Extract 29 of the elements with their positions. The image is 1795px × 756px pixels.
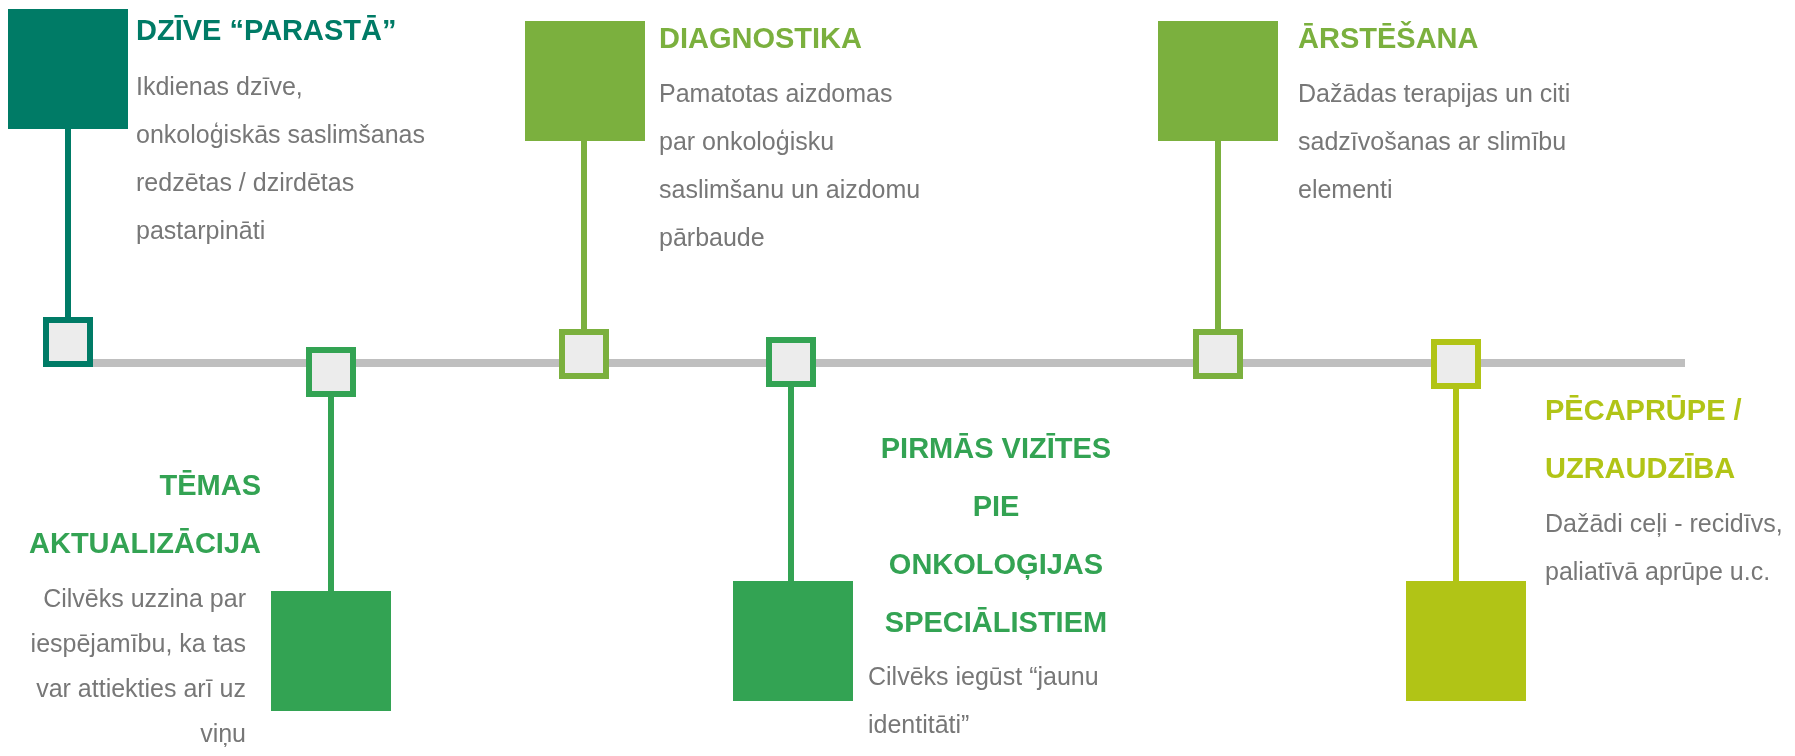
milestone-description: Dažādas terapijas un citi sadzīvošanas ar slimību elementi bbox=[1298, 78, 1572, 205]
milestone-heading: PĒCAPRŪPE / UZRAUDZĪBA bbox=[1545, 393, 1743, 486]
timeline-marker bbox=[1431, 339, 1481, 389]
milestone-heading: PIRMĀS VIZĪTES PIE ONKOLOĢIJAS SPECIĀLISTIEM bbox=[879, 431, 1113, 640]
milestone-heading: TĒMAS AKTUALIZĀCIJA bbox=[28, 468, 261, 561]
milestone-description: Ikdienas dzīve, onkoloģiskās saslimšanas redzētas / dzirdētas pastarpināti bbox=[136, 71, 427, 246]
connector-line bbox=[788, 387, 794, 581]
milestone-description: Dažādi ceļi - recidīvs, paliatīvā aprūpe u.c. bbox=[1545, 508, 1784, 587]
milestone-heading: ĀRSTĒŠANA bbox=[1298, 20, 1480, 56]
timeline-line bbox=[609, 359, 766, 367]
connector-line bbox=[65, 129, 71, 317]
timeline-line bbox=[356, 359, 559, 367]
timeline-marker bbox=[43, 317, 93, 367]
milestone-description: Pamatotas aizdomas par onkoloģisku saslimšanu un aizdomu pārbaude bbox=[659, 78, 922, 253]
timeline-line bbox=[816, 359, 1193, 367]
timeline-line bbox=[93, 359, 306, 367]
timeline-marker bbox=[766, 337, 816, 387]
connector-line bbox=[1215, 141, 1221, 329]
timeline-marker bbox=[306, 347, 356, 397]
milestone-description: Cilvēks uzzina par iespējamību, ka tas var attiekties arī uz viņu bbox=[29, 583, 246, 749]
milestone-description: Cilvēks iegūst “jaunu identitāti” bbox=[868, 661, 1100, 740]
connector-line bbox=[581, 141, 587, 329]
milestone-heading: DZĪVE “PARASTĀ” bbox=[136, 13, 398, 48]
timeline-line bbox=[1243, 359, 1431, 367]
timeline-marker bbox=[559, 329, 609, 379]
connector-line bbox=[1453, 389, 1459, 581]
timeline-marker bbox=[1193, 329, 1243, 379]
milestone-heading: DIAGNOSTIKA bbox=[659, 21, 863, 56]
connector-line bbox=[328, 397, 334, 591]
